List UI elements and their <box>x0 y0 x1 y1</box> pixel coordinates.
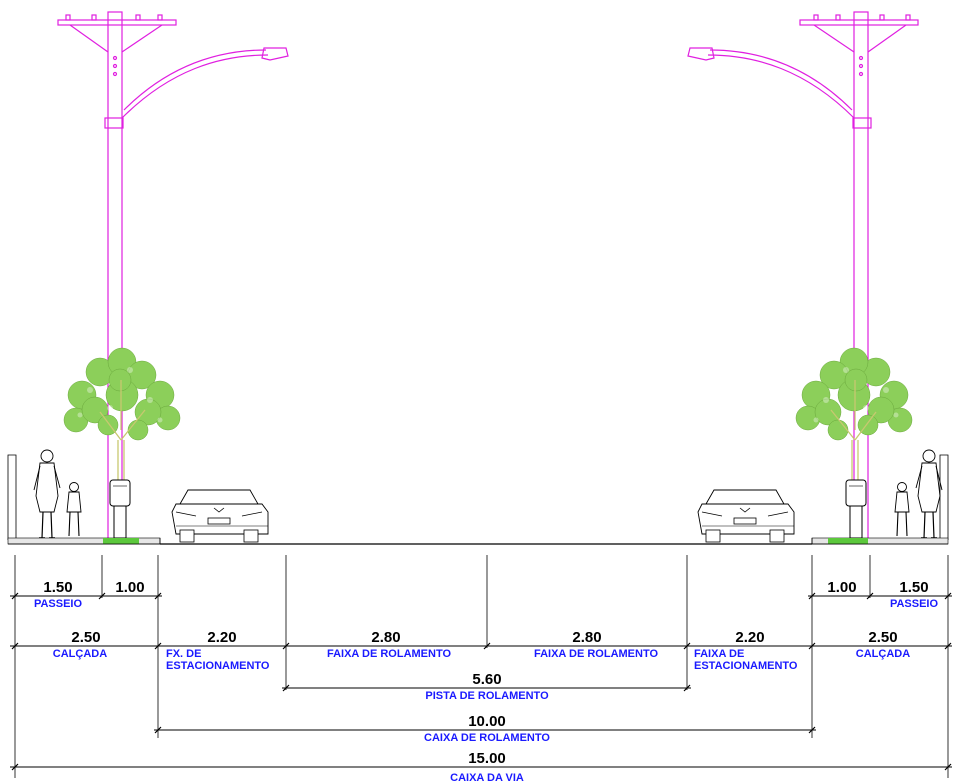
dim-label-calcada-left: CALÇADA <box>53 648 107 660</box>
dim-label-estac-left-2: ESTACIONAMENTO <box>166 660 270 672</box>
dim-value-faixa-1: 2.80 <box>371 629 400 646</box>
dim-label-faixa-2: FAIXA DE ROLAMENTO <box>534 648 659 660</box>
dim-value-faixa-2: 2.80 <box>572 629 601 646</box>
dim-value-calcada-right: 2.50 <box>868 629 897 646</box>
right-trash-bin-icon <box>845 479 867 539</box>
dim-label-caixa-rolamento: CAIXA DE ROLAMENTO <box>424 732 550 744</box>
dimension-lines <box>10 592 952 771</box>
dim-value-passeio-left: 1.50 <box>43 579 72 596</box>
dim-label-passeio-right: PASSEIO <box>890 598 939 610</box>
dim-value-caixa-rolamento: 10.00 <box>468 713 506 730</box>
dim-value-strip-right: 1.00 <box>827 579 856 596</box>
dim-label-passeio-left: PASSEIO <box>34 598 83 610</box>
right-car-front-icon <box>697 489 795 543</box>
dim-label-pista: PISTA DE ROLAMENTO <box>425 690 549 702</box>
dim-label-caixa-via: CAIXA DA VIA <box>450 772 524 784</box>
dim-value-caixa-via: 15.00 <box>468 750 506 767</box>
left-car-front-icon <box>171 489 269 543</box>
right-pedestrian-icon <box>894 449 943 539</box>
dim-value-estac-left: 2.20 <box>207 629 236 646</box>
dim-value-calcada-left: 2.50 <box>71 629 100 646</box>
dim-label-estac-right-1: FAIXA DE <box>694 648 744 660</box>
right-street-light-pole-icon <box>687 11 919 543</box>
dim-value-pista: 5.60 <box>472 671 501 688</box>
ground-profile <box>7 454 949 545</box>
dim-label-calcada-right: CALÇADA <box>856 648 910 660</box>
dim-label-estac-right-2: ESTACIONAMENTO <box>694 660 798 672</box>
left-pedestrian-icon <box>33 449 82 539</box>
dim-label-estac-left-1: FX. DE <box>166 648 201 660</box>
dim-value-estac-right: 2.20 <box>735 629 764 646</box>
left-trash-bin-icon <box>109 479 131 539</box>
dim-value-passeio-right: 1.50 <box>899 579 928 596</box>
dim-value-strip-left: 1.00 <box>115 579 144 596</box>
dimension-extension-lines <box>14 555 949 778</box>
left-street-light-pole-icon <box>57 11 289 543</box>
dim-label-faixa-1: FAIXA DE ROLAMENTO <box>327 648 452 660</box>
